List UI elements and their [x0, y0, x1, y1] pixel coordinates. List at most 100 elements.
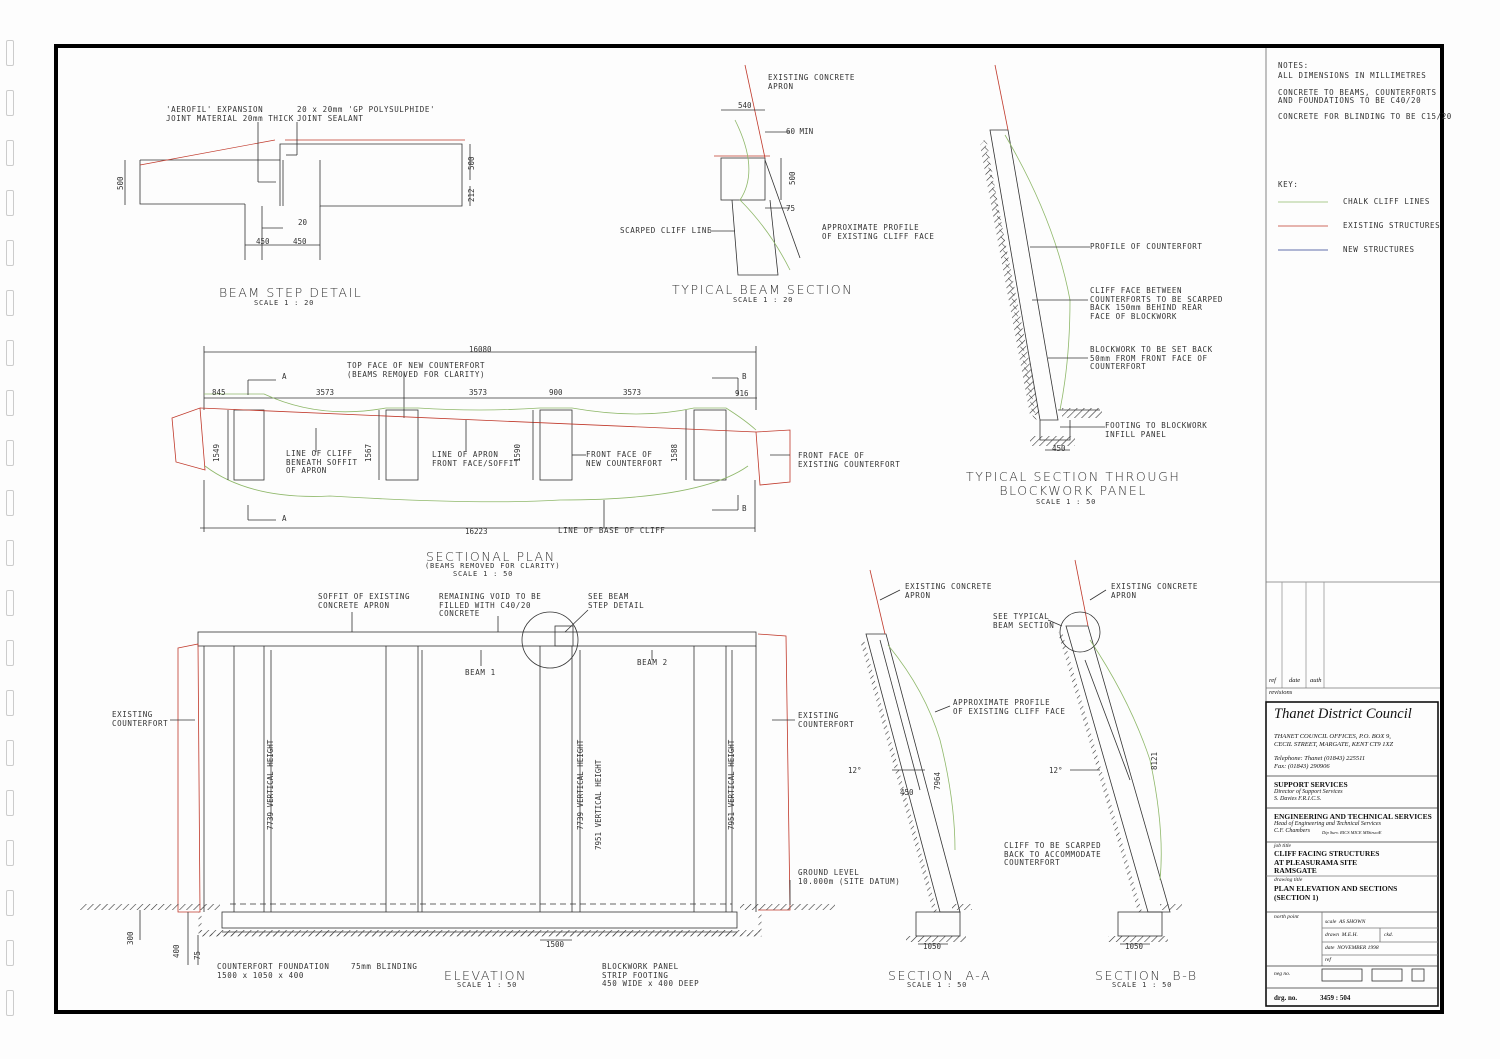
dim-1500: 1500 — [546, 940, 565, 949]
section-mark-a: A — [282, 514, 288, 523]
dim-1549: 1549 — [212, 443, 221, 462]
note-line: CONCRETE TO BEAMS, COUNTERFORTS — [1278, 88, 1437, 97]
label-aerofil: 'AEROFIL' EXPANSION JOINT MATERIAL 20mm … — [166, 105, 294, 123]
label-apron: EXISTING CONCRETE APRON — [905, 582, 992, 600]
view-scale: SCALE 1 : 50 — [1112, 981, 1173, 989]
dim-450: 450 — [256, 237, 270, 246]
label-apron: EXISTING CONCRETE APRON — [1111, 582, 1198, 600]
note-line: ALL DIMENSIONS IN MILLIMETRES — [1278, 71, 1427, 80]
label-existing-counterfort: EXISTING COUNTERFORT — [112, 710, 169, 728]
dim-height: 7951 VERTICAL HEIGHT — [594, 759, 603, 850]
dim-angle: 12° — [1049, 766, 1063, 775]
ref-field: ref — [1325, 957, 1331, 963]
label-profile: PROFILE OF COUNTERFORT — [1090, 242, 1203, 251]
neg-no-label: neg no. — [1274, 971, 1291, 977]
dim-500: 500 — [116, 176, 125, 190]
view-title: BEAM STEP DETAIL — [219, 285, 363, 300]
key-heading: KEY: — [1278, 180, 1299, 189]
dim-16080: 16080 — [469, 345, 492, 354]
dim-900: 900 — [549, 388, 563, 397]
drawing-title: PLAN ELEVATION AND SECTIONS (SECTION 1) — [1274, 884, 1398, 902]
label-blinding: 75mm BLINDING — [351, 962, 418, 971]
dim-75: 75 — [786, 204, 796, 213]
dim-540: 540 — [738, 101, 752, 110]
dim-212: 212 — [467, 188, 476, 202]
label-front-new: FRONT FACE OF NEW COUNTERFORT — [586, 450, 663, 468]
dim-500: 500 — [788, 171, 797, 185]
dim-angle: 12° — [848, 766, 862, 775]
label-cliff-scarped: CLIFF TO BE SCARPED BACK TO ACCOMMODATE … — [1004, 841, 1102, 867]
label-cliff: CLIFF FACE BETWEEN COUNTERFORTS TO BE SC… — [1090, 286, 1223, 321]
label-beam-1: BEAM 1 — [465, 668, 496, 677]
support-services-sub: Director of Support Services S. Davies F… — [1274, 789, 1343, 802]
dim-3573: 3573 — [316, 388, 335, 397]
view-subtitle: (BEAMS REMOVED FOR CLARITY) — [425, 562, 561, 570]
dim-8121: 8121 — [1150, 751, 1159, 770]
dim-1050: 1050 — [923, 942, 942, 951]
view-scale: SCALE 1 : 20 — [254, 299, 315, 307]
label-profile: APPROXIMATE PROFILE OF EXISTING CLIFF FA… — [822, 223, 935, 241]
view-title: TYPICAL BEAM SECTION — [672, 282, 854, 297]
dim-916: 916 — [735, 389, 749, 398]
rev-date-header: date — [1289, 677, 1301, 684]
label-profile: APPROXIMATE PROFILE OF EXISTING CLIFF FA… — [953, 698, 1066, 716]
scale-field: scale AS SHOWN — [1325, 919, 1366, 925]
drawing-number: 3459 : 504 — [1320, 994, 1351, 1002]
view-title: SECTION B-B — [1095, 968, 1198, 983]
view-scale: SCALE 1 : 20 — [733, 296, 794, 304]
label-void: REMAINING VOID TO BE FILLED WITH C40/20 … — [439, 592, 542, 618]
job-title: CLIFF FACING STRUCTURES AT PLEASURAMA SI… — [1274, 849, 1380, 875]
label-soffit: SOFFIT OF EXISTING CONCRETE APRON — [318, 592, 411, 610]
dim-1567: 1567 — [364, 443, 373, 462]
view-title: TYPICAL SECTION THROUGH BLOCKWORK PANEL — [966, 469, 1181, 498]
view-scale: SCALE 1 : 50 — [457, 981, 518, 989]
label-blockwork: BLOCKWORK TO BE SET BACK 50mm FROM FRONT… — [1090, 345, 1213, 371]
label-apron-front: LINE OF APRON FRONT FACE/SOFFIT — [432, 450, 519, 468]
key-item-label: NEW STRUCTURES — [1343, 245, 1415, 254]
drawn-field: drawn M.E.H. — [1325, 932, 1358, 938]
label-scarped: SCARPED CLIFF LINE — [620, 226, 713, 235]
dim-500: 500 — [467, 156, 476, 170]
label-foundation: COUNTERFORT FOUNDATION 1500 x 1050 x 400 — [217, 962, 330, 980]
dim-3573: 3573 — [469, 388, 488, 397]
dim-height: 7739 VERTICAL HEIGHT — [266, 739, 275, 830]
label-cliff-soffit: LINE OF CLIFF BENEATH SOFFIT OF APRON — [286, 449, 358, 475]
engineering-quals: Dip Surv. RICS MICE MIStructE — [1322, 830, 1382, 835]
binder-holes — [6, 0, 16, 1059]
dim-3573: 3573 — [623, 388, 642, 397]
drawing-title-label: drawing title — [1274, 877, 1303, 883]
dim-20: 20 — [298, 218, 308, 227]
section-mark-b: B — [742, 372, 748, 381]
note-line: CONCRETE FOR BLINDING TO BE C15/20 — [1278, 112, 1452, 121]
rev-label: revisions — [1269, 689, 1293, 696]
date-field: date NOVEMBER 1998 — [1325, 945, 1379, 951]
note-line: AND FOUNDATIONS TO BE C40/20 — [1278, 96, 1422, 105]
view-scale: SCALE 1 : 50 — [907, 981, 968, 989]
section-mark-b: B — [742, 504, 748, 513]
key-item-label: CHALK CLIFF LINES — [1343, 197, 1430, 206]
notes-heading: NOTES: — [1278, 61, 1309, 70]
dim-height: 7739 VERTICAL HEIGHT — [576, 739, 585, 830]
support-services: SUPPORT SERVICES — [1274, 780, 1348, 789]
engineering-sub: Head of Engineering and Technical Servic… — [1274, 821, 1381, 834]
north-point-label: north point — [1274, 914, 1299, 920]
dim-450: 450 — [293, 237, 307, 246]
label-see-beam: SEE BEAM STEP DETAIL — [588, 592, 645, 610]
engineering-services: ENGINEERING AND TECHNICAL SERVICES — [1274, 812, 1432, 821]
label-top-face: TOP FACE OF NEW COUNTERFORT (BEAMS REMOV… — [347, 361, 486, 379]
view-title: SECTIONAL PLAN — [426, 549, 556, 564]
drawing-number-label: drg. no. — [1274, 994, 1298, 1002]
label-footing: FOOTING TO BLOCKWORK INFILL PANEL — [1105, 421, 1208, 439]
checked-field: ckd. — [1384, 932, 1394, 938]
council-address: THANET COUNCIL OFFICES, P.O. BOX 9, CECI… — [1274, 733, 1394, 748]
dim-75: 75 — [193, 950, 202, 960]
dim-450: 450 — [1052, 444, 1066, 453]
rev-ref-header: ref — [1269, 677, 1276, 684]
drawing-border — [54, 44, 1444, 1014]
dim-845: 845 — [212, 388, 226, 397]
label-existing-counterfort: EXISTING COUNTERFORT — [798, 711, 855, 729]
dim-300: 300 — [126, 931, 135, 945]
dim-450: 450 — [900, 788, 914, 797]
dim-16223: 16223 — [465, 527, 488, 536]
